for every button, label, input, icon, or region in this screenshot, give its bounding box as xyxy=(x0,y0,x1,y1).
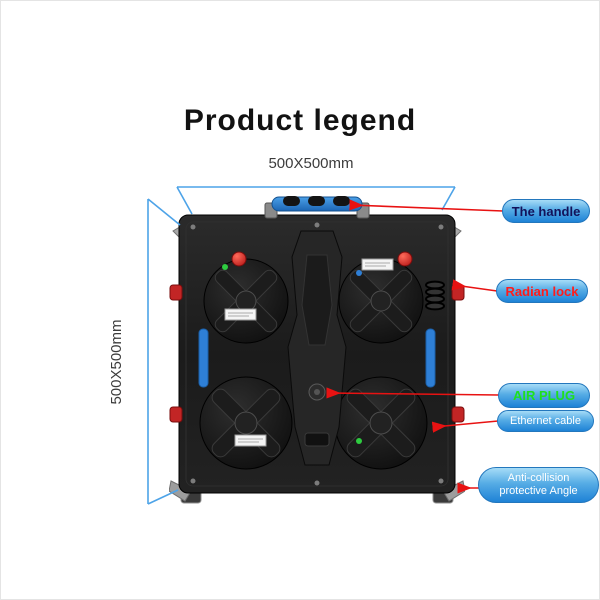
callout-ethernet-cable: Ethernet cable xyxy=(497,410,594,432)
page-title: Product legend xyxy=(183,104,417,137)
dimension-label-top: 500X500mm xyxy=(268,155,354,172)
callout-radian-lock-label: Radian lock xyxy=(505,283,579,299)
radian-lock-knobs xyxy=(169,251,465,423)
dimension-label-left: 500X500mm xyxy=(108,319,125,405)
callout-the-handle-label: The handle xyxy=(511,203,581,219)
indicator-dots xyxy=(222,264,362,444)
air-plug-port xyxy=(308,383,326,401)
callout-radian-lock: Radian lock xyxy=(496,279,588,303)
spring xyxy=(425,280,445,311)
stickers xyxy=(224,258,394,447)
hub-bottom-left xyxy=(199,376,293,470)
callout-air-plug-label: AIR PLUG xyxy=(512,388,576,403)
callout-the-handle: The handle xyxy=(502,199,590,223)
hub-bottom-right xyxy=(334,376,428,470)
callout-anti-collision-angle-label: Anti-collision protective Angle xyxy=(499,471,578,497)
hub-top-right xyxy=(338,258,424,344)
hub-top-left xyxy=(203,258,289,344)
panel-illustration xyxy=(168,195,466,509)
center-spine xyxy=(287,230,347,466)
screws xyxy=(190,222,444,486)
side-latches xyxy=(198,328,436,388)
callout-ethernet-cable-label: Ethernet cable xyxy=(510,415,581,427)
callout-anti-collision-angle: Anti-collision protective Angle xyxy=(478,467,599,503)
callout-air-plug: AIR PLUG xyxy=(498,383,590,408)
